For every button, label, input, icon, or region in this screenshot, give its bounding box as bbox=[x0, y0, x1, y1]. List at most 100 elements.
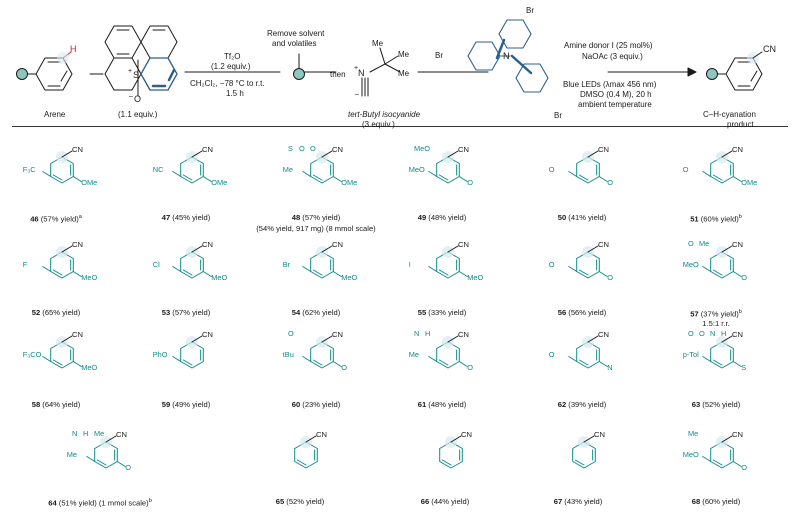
compound-number: 49 bbox=[417, 213, 427, 222]
compound-66-cn-bond bbox=[450, 435, 462, 443]
compound-number: 68 bbox=[691, 497, 701, 506]
compound-46-double-bond-2 bbox=[52, 174, 63, 181]
compound-49-double-bond-2 bbox=[438, 174, 449, 181]
compound-49-sub3: MeO bbox=[414, 144, 431, 153]
compound-61-sub3: N bbox=[414, 329, 420, 338]
compound-48-sub1: Me bbox=[282, 164, 294, 174]
compound-52-cn-label: CN bbox=[72, 240, 83, 249]
compound-59-caption: 59 (49% yield) bbox=[162, 400, 211, 409]
compound-59-cn-label: CN bbox=[202, 330, 213, 339]
compound-58-cn-bond bbox=[61, 335, 73, 343]
compound-68-sub2-bond bbox=[732, 461, 742, 467]
divider-line bbox=[12, 126, 788, 127]
isocyanide-me1: Me bbox=[372, 39, 384, 48]
compound-48-caption: 48 (57% yield) bbox=[292, 213, 341, 222]
product-cn-label: CN bbox=[763, 44, 776, 54]
compound-64-sub2: O bbox=[125, 462, 131, 472]
amine-br1: Br bbox=[526, 6, 534, 15]
compound-57-sub1: MeO bbox=[682, 259, 699, 269]
compound-footnote-mark: b bbox=[738, 214, 742, 220]
isocyanide-n: N bbox=[358, 68, 365, 78]
compound-67-cn-bond bbox=[583, 435, 595, 443]
compound-56-sub2: O bbox=[607, 272, 613, 282]
compound-53-sub2: MeO bbox=[211, 272, 228, 282]
amine-br3: Br bbox=[554, 111, 562, 120]
compound-56-caption: 56 (56% yield) bbox=[558, 308, 607, 317]
condition-3: Blue LEDs (λmax 456 nm) bbox=[563, 80, 657, 89]
compound-58-sub1-bond bbox=[42, 356, 52, 362]
compound-number: 46 bbox=[30, 214, 39, 224]
compound-60-cn-bond bbox=[321, 335, 333, 343]
compound-58-sub2: MeO bbox=[81, 362, 98, 372]
compound-52-sub2-bond bbox=[72, 271, 82, 277]
compound-footnote-mark: b bbox=[148, 498, 152, 504]
compound-63-sub4: O bbox=[699, 329, 705, 338]
compound-51-sub1: O bbox=[682, 164, 689, 174]
compound-49-caption: 49 (48% yield) bbox=[418, 213, 467, 222]
arene-label: Arene bbox=[44, 110, 66, 119]
product-label-2: product bbox=[727, 120, 754, 129]
compound-52-sub1-bond bbox=[42, 266, 52, 272]
compound-yield: (56% yield) bbox=[566, 308, 607, 317]
reagent1-minus: – bbox=[129, 93, 133, 100]
compound-57-sub1-bond bbox=[702, 266, 712, 272]
amine-nitrogen: N bbox=[503, 51, 510, 61]
compound-68-sub3: Me bbox=[688, 429, 699, 438]
compound-54-sub1-bond bbox=[302, 266, 312, 272]
compound-62-sub1-bond bbox=[568, 356, 578, 362]
compound-56-sub2-bond bbox=[598, 271, 608, 277]
compound-61-caption: 61 (48% yield) bbox=[418, 400, 467, 409]
compound-49-sub2-bond bbox=[458, 176, 468, 182]
compound-57-extra: 1.5:1 r.r. bbox=[702, 319, 730, 328]
compound-yield: (44% yield) bbox=[429, 497, 470, 506]
compound-64-cn-bond bbox=[105, 435, 117, 443]
remove-label-2: and volatiles bbox=[272, 39, 317, 48]
compound-number: 54 bbox=[291, 308, 301, 317]
compound-62-cn-bond bbox=[587, 335, 599, 343]
compound-57-sub2-bond bbox=[732, 271, 742, 277]
arene-structure bbox=[16, 51, 73, 91]
compound-56-cn-bond bbox=[587, 245, 599, 253]
compound-51-cn-bond bbox=[721, 150, 733, 158]
compound-yield: (60% yield) bbox=[698, 214, 739, 224]
compound-58-caption: 58 (64% yield) bbox=[32, 400, 81, 409]
compound-number: 66 bbox=[420, 497, 430, 506]
isocyanide-me3: Me bbox=[398, 69, 410, 78]
compound-47-sub2-bond bbox=[202, 176, 212, 182]
compound-number: 47 bbox=[161, 213, 171, 222]
compound-49-sub1-bond bbox=[428, 171, 438, 177]
reagent1-oxygen: O bbox=[134, 94, 142, 104]
compound-57-sub3: O bbox=[688, 239, 694, 248]
compound-46-cn-label: CN bbox=[72, 145, 83, 154]
compound-54-cn-label: CN bbox=[332, 240, 343, 249]
remove-label-1: Remove solvent bbox=[267, 29, 325, 38]
compound-60-sub2: O bbox=[341, 362, 347, 372]
compound-55-sub1-bond bbox=[428, 266, 438, 272]
arrow-head bbox=[687, 67, 697, 77]
compound-50-double-bond-2 bbox=[578, 174, 589, 181]
compound-64-double-bond-2 bbox=[96, 459, 107, 466]
compound-51-double-bond-2 bbox=[712, 174, 723, 181]
compound-55-double-bond-2 bbox=[438, 269, 449, 276]
compound-46-sub2: OMe bbox=[81, 177, 98, 187]
compound-57-sub4: Me bbox=[699, 239, 710, 248]
compound-footnote-mark: b bbox=[738, 309, 742, 315]
compound-63-cn-label: CN bbox=[732, 330, 743, 339]
compound-53-sub1-bond bbox=[172, 266, 182, 272]
compound-56-double-bond-2 bbox=[578, 269, 589, 276]
compound-54-cn-bond bbox=[321, 245, 333, 253]
compound-number: 58 bbox=[31, 400, 41, 409]
compound-60-sub1-bond bbox=[302, 356, 312, 362]
compound-53-sub2-bond bbox=[202, 271, 212, 277]
compound-59-cn-bond bbox=[191, 335, 203, 343]
compound-55-cn-label: CN bbox=[458, 240, 469, 249]
compound-57-caption: 57 (37% yield)b bbox=[690, 308, 742, 319]
compound-68-caption: 68 (60% yield) bbox=[692, 497, 741, 506]
compound-54-double-bond-2 bbox=[312, 269, 323, 276]
compound-yield: (48% yield) bbox=[426, 400, 467, 409]
compound-yield: (39% yield) bbox=[566, 400, 607, 409]
compound-yield: (23% yield) bbox=[300, 400, 341, 409]
compound-58-sub2-bond bbox=[72, 361, 82, 367]
compound-number: 65 bbox=[275, 497, 285, 506]
